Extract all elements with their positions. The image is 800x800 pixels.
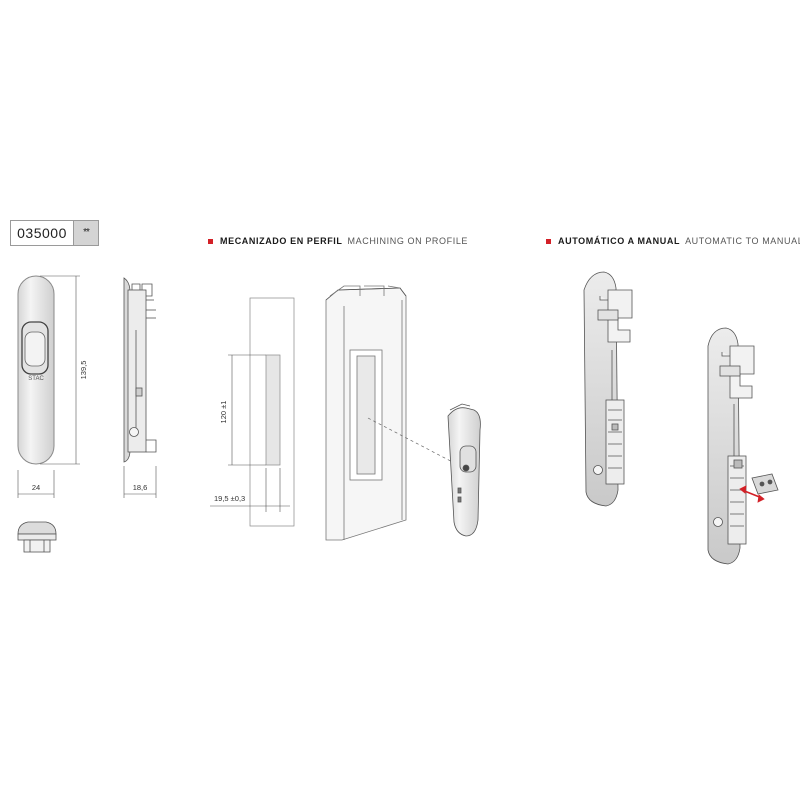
depth-label: 18,6 xyxy=(133,483,148,492)
width-dimension xyxy=(17,470,55,498)
front-view: STAC xyxy=(17,275,55,465)
mechanism-view-2 xyxy=(707,327,755,565)
product-code-box: 035000 ** xyxy=(10,220,99,246)
machining-heading: MECANIZADO EN PERFIL MACHINING ON PROFIL… xyxy=(208,236,468,246)
height-label: 139,5 xyxy=(79,361,88,380)
brand-mark: STAC xyxy=(28,376,44,382)
width-label: 24 xyxy=(32,483,40,492)
profile-slot-drawing xyxy=(249,297,295,527)
slot-height-label: 120 ±1 xyxy=(219,401,228,424)
aluminium-profile xyxy=(325,285,407,541)
red-square-icon xyxy=(208,238,213,244)
depth-dimension xyxy=(123,466,157,498)
slot-width-label: 19,5 ±0,3 xyxy=(214,494,245,503)
slot-width-dimension xyxy=(210,468,290,512)
automatic-title-es: AUTOMÁTICO A MANUAL xyxy=(558,236,681,246)
double-arrow-icon xyxy=(739,485,765,503)
height-dimension xyxy=(40,275,80,465)
side-view xyxy=(123,277,157,463)
red-square-icon xyxy=(546,238,551,244)
slot-height-dimension xyxy=(228,354,266,466)
machining-title-es: MECANIZADO EN PERFIL xyxy=(220,236,343,246)
rating-badge: ** xyxy=(73,221,98,245)
machining-title-en: MACHINING ON PROFILE xyxy=(347,236,469,246)
projection-line xyxy=(367,417,465,469)
automatic-title-en: AUTOMATIC TO MANUAL xyxy=(685,236,800,246)
mechanism-view-1 xyxy=(583,271,633,507)
automatic-heading: AUTOMÁTICO A MANUAL AUTOMATIC TO MANUAL xyxy=(546,236,800,246)
cap-part xyxy=(17,521,57,553)
product-code: 035000 xyxy=(11,221,73,245)
handle-insert xyxy=(447,403,481,537)
switch-key-part xyxy=(751,473,779,495)
